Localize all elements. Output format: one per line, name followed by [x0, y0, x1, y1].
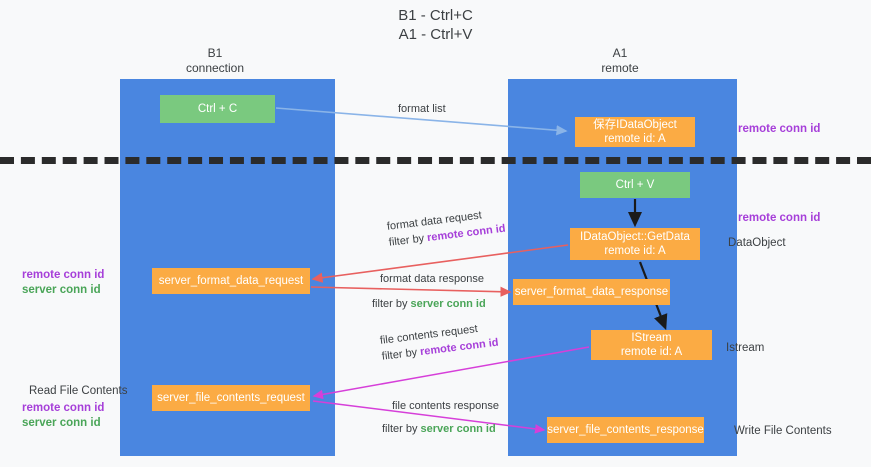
- box-ctrl-c-label: Ctrl + C: [197, 103, 238, 115]
- label-file-contents-response-filter: filter by server conn id: [382, 421, 496, 437]
- note-dataobject: DataObject: [728, 236, 786, 251]
- label-format-data-request: format data request filter by remote con…: [386, 205, 506, 251]
- label-format-data-response-text: format data response: [380, 273, 484, 285]
- label-format-list-text: format list: [398, 103, 446, 115]
- label-filter-key-server-conn-id: server conn id: [410, 298, 486, 310]
- box-server-file-contents-response[interactable]: server_file_contents_response: [547, 417, 704, 443]
- box-server-format-data-response-label: server_format_data_response: [514, 286, 669, 298]
- column-header-b1: B1 connection: [155, 46, 275, 76]
- column-header-a1: A1 remote: [560, 46, 680, 76]
- box-idataobject-line1: 保存IDataObject: [593, 119, 677, 131]
- note-left-remote-conn-id-2: remote conn id: [22, 402, 105, 414]
- column-header-b1-role: connection: [185, 61, 245, 75]
- note-read-file-contents-text: Read File Contents: [29, 385, 128, 397]
- label-filter-key-server-conn-id-2: server conn id: [420, 423, 496, 435]
- phase-divider: [0, 157, 871, 164]
- column-header-a1-role: remote: [601, 61, 639, 75]
- label-file-contents-response: file contents response: [392, 398, 499, 414]
- label-file-contents-response-text: file contents response: [392, 400, 500, 412]
- label-filter-prefix-4: filter by: [382, 423, 421, 435]
- box-istream[interactable]: IStream remote id: A: [591, 330, 712, 360]
- note-remote-conn-id-mid-text: remote conn id: [738, 212, 821, 224]
- box-server-file-contents-response-label: server_file_contents_response: [547, 424, 704, 436]
- note-istream-text: Istream: [726, 342, 765, 354]
- box-getdata-line2: remote id: A: [604, 245, 666, 257]
- box-server-file-contents-request-label: server_file_contents_request: [157, 392, 305, 404]
- box-getdata-line1: IDataObject::GetData: [580, 231, 690, 243]
- note-remote-conn-id-top: remote conn id: [738, 122, 820, 137]
- note-dataobject-text: DataObject: [728, 237, 786, 249]
- box-istream-line2: remote id: A: [620, 346, 683, 358]
- note-left-conn-ids-top: remote conn id server conn id: [22, 268, 104, 298]
- note-left-conn-ids-bottom: remote conn id server conn id: [22, 401, 104, 431]
- label-filter-prefix-2: filter by: [372, 298, 411, 310]
- column-header-b1-name: B1: [207, 46, 223, 60]
- label-format-data-response-filter: filter by server conn id: [372, 296, 486, 312]
- box-ctrl-c[interactable]: Ctrl + C: [160, 95, 275, 123]
- label-format-list: format list: [398, 101, 446, 117]
- note-istream: Istream: [726, 341, 764, 356]
- note-read-file-contents: Read File Contents: [29, 384, 127, 399]
- note-left-server-conn-id-2: server conn id: [22, 417, 101, 429]
- note-write-file-contents-text: Write File Contents: [734, 425, 832, 437]
- title-line-2: A1 - Ctrl+V: [398, 26, 473, 43]
- note-write-file-contents: Write File Contents: [734, 424, 832, 439]
- box-idataobject-line2: remote id: A: [604, 133, 666, 145]
- box-istream-line1: IStream: [631, 332, 672, 344]
- label-filter-prefix: filter by: [388, 232, 428, 249]
- box-idataobject[interactable]: 保存IDataObject remote id: A: [575, 117, 695, 147]
- box-ctrl-v[interactable]: Ctrl + V: [580, 172, 690, 198]
- label-filter-prefix-3: filter by: [381, 346, 421, 363]
- box-server-format-data-request[interactable]: server_format_data_request: [152, 268, 310, 294]
- column-header-a1-name: A1: [612, 46, 628, 60]
- note-left-remote-conn-id: remote conn id: [22, 269, 105, 281]
- box-server-format-data-response[interactable]: server_format_data_response: [513, 279, 670, 305]
- note-remote-conn-id-mid: remote conn id: [738, 211, 820, 226]
- box-ctrl-v-label: Ctrl + V: [615, 179, 655, 191]
- title-line-1: B1 - Ctrl+C: [398, 7, 473, 24]
- note-left-server-conn-id: server conn id: [22, 284, 101, 296]
- box-idataobject-getdata[interactable]: IDataObject::GetData remote id: A: [570, 228, 700, 260]
- page-title: B1 - Ctrl+C A1 - Ctrl+V: [0, 6, 871, 44]
- note-remote-conn-id-top-text: remote conn id: [738, 123, 821, 135]
- label-format-data-response: format data response: [380, 271, 484, 287]
- box-server-file-contents-request[interactable]: server_file_contents_request: [152, 385, 310, 411]
- label-file-contents-request: file contents request filter by remote c…: [379, 319, 499, 365]
- box-server-format-data-request-label: server_format_data_request: [158, 275, 304, 287]
- arrow-format-data-response: [310, 286, 512, 297]
